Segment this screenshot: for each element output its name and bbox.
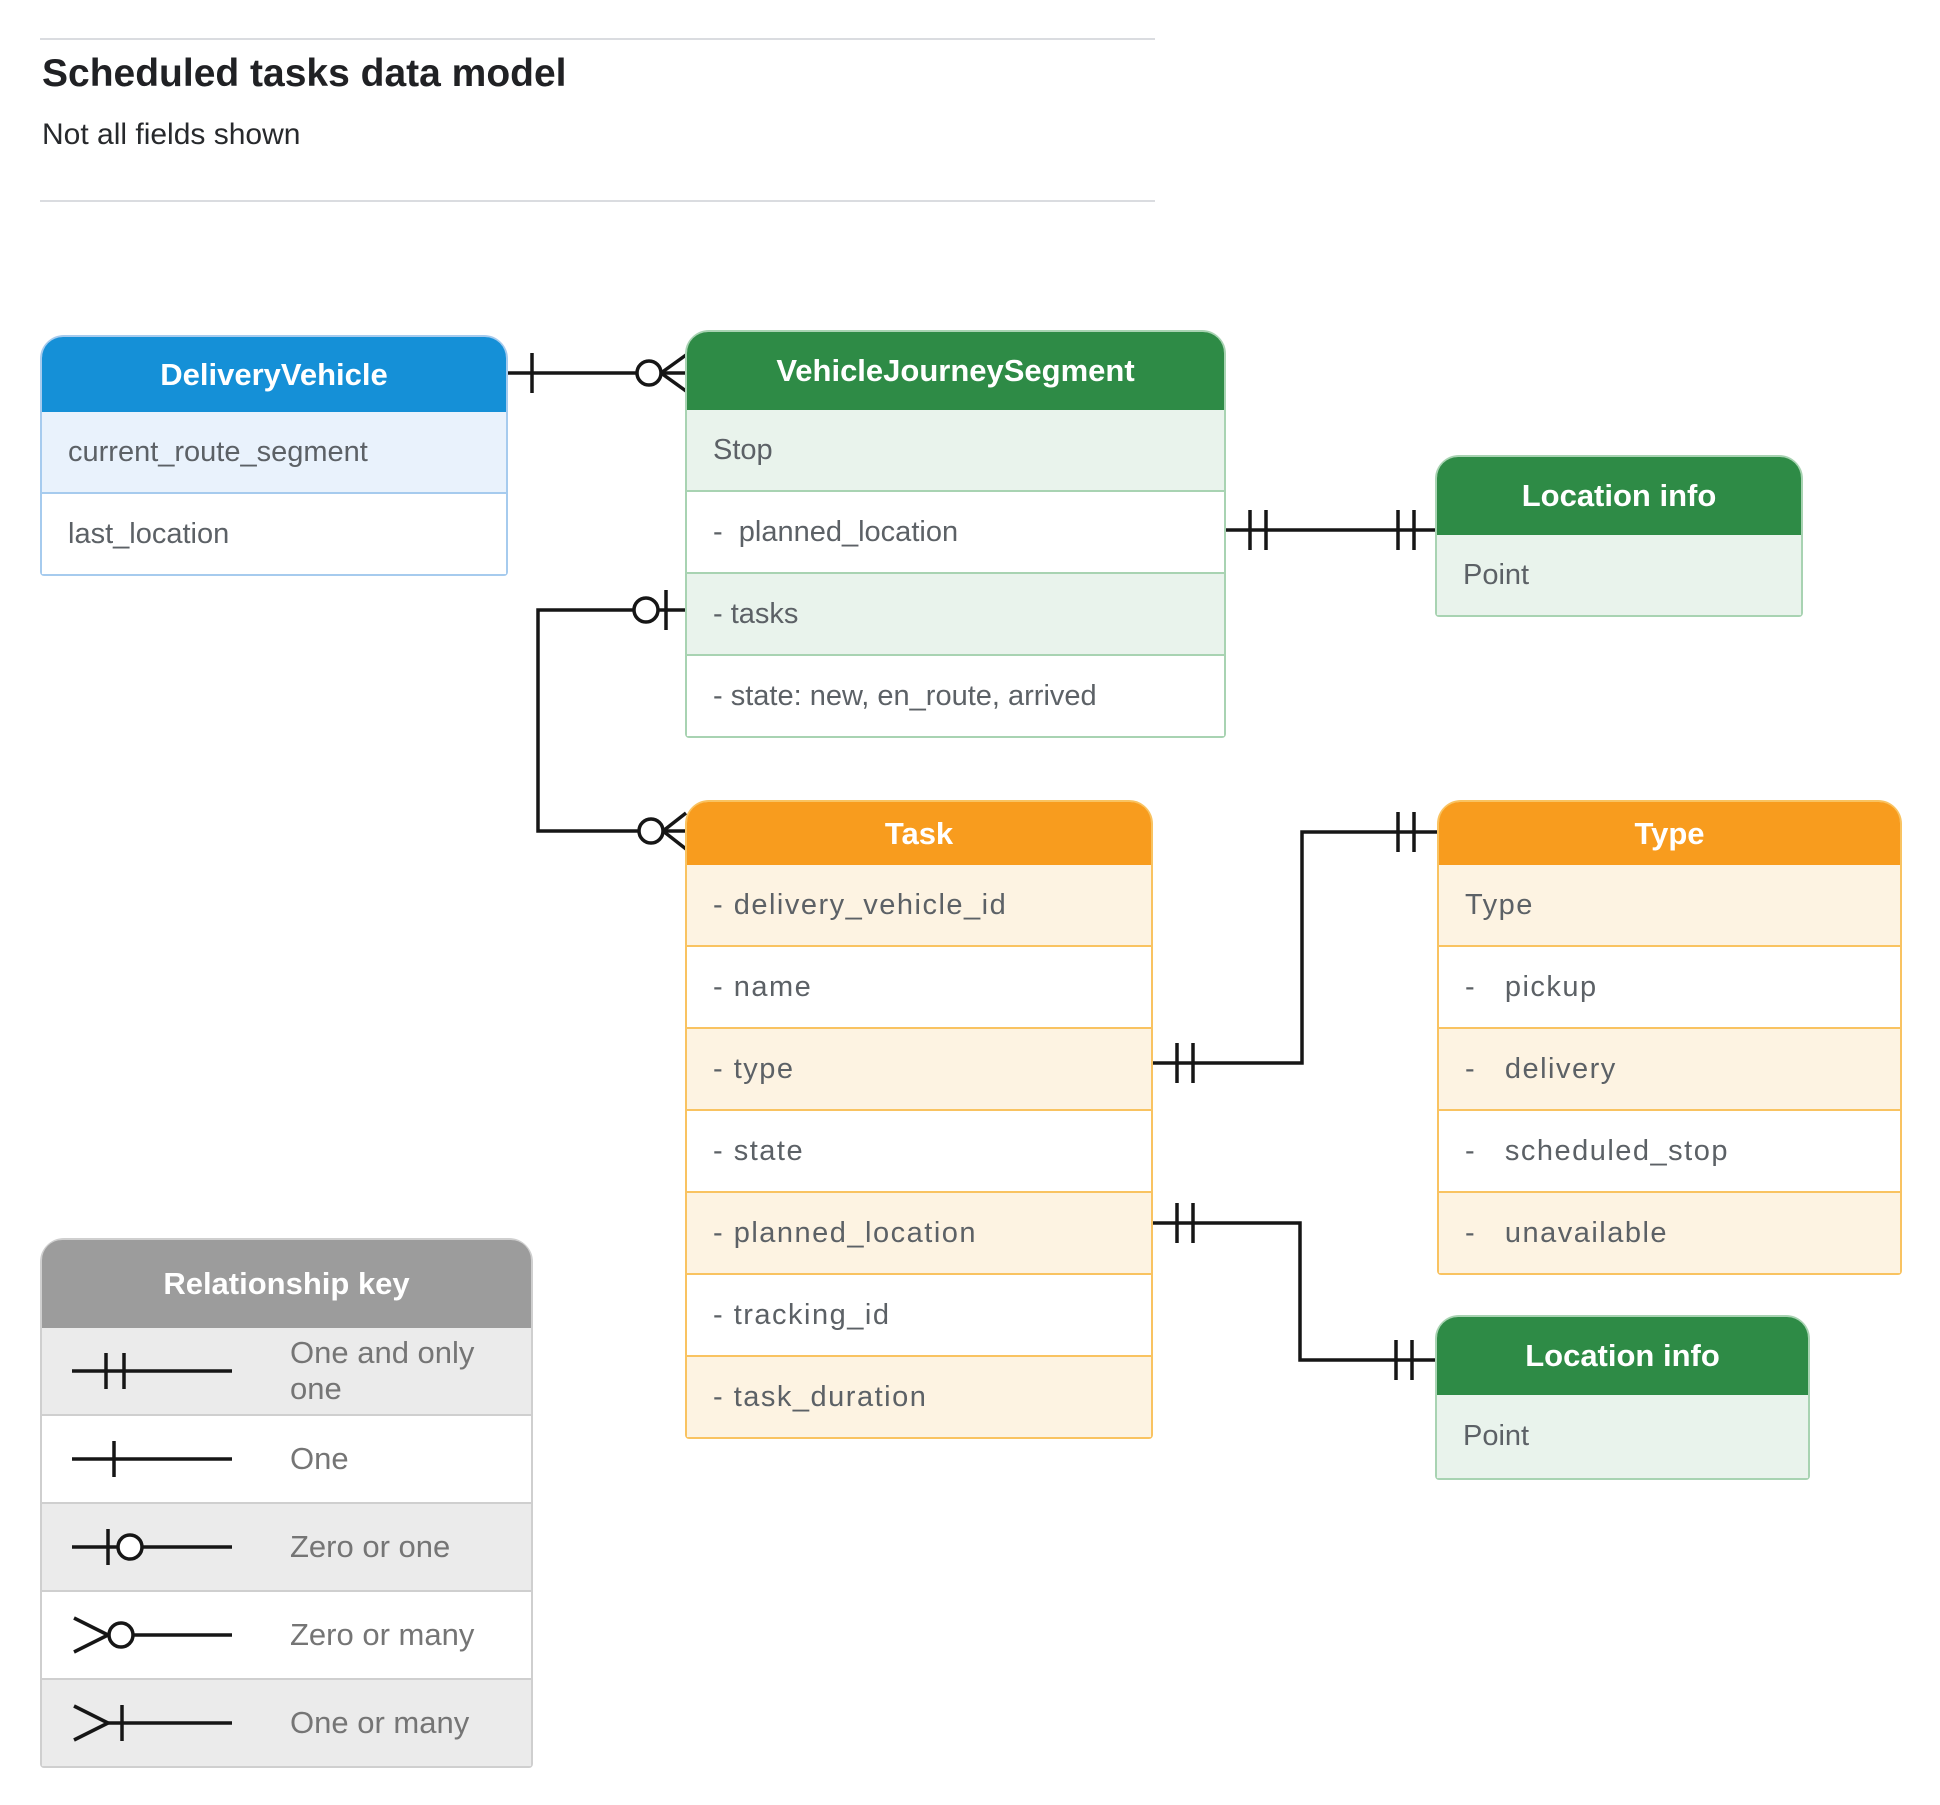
- table-row: - delivery: [1439, 1027, 1900, 1109]
- top-divider: [40, 38, 1155, 40]
- table-row: - scheduled_stop: [1439, 1109, 1900, 1191]
- table-row: last_location: [42, 492, 506, 574]
- legend-item: One or many: [42, 1678, 531, 1766]
- entity-title: Location info: [1521, 478, 1717, 513]
- entity-header: Location info: [1437, 457, 1801, 535]
- legend-label: One: [290, 1441, 349, 1476]
- table-row: - tracking_id: [687, 1273, 1151, 1355]
- connector-type-type-table: [1153, 812, 1437, 1083]
- table-row: - unavailable: [1439, 1191, 1900, 1273]
- entity-delivery-vehicle: DeliveryVehicle current_route_segment la…: [40, 335, 508, 576]
- table-row: current_route_segment: [42, 412, 506, 492]
- legend-title: Relationship key: [163, 1266, 410, 1301]
- header-divider: [40, 200, 1155, 202]
- table-row: - tasks: [687, 572, 1224, 654]
- entity-task: Task - delivery_vehicle_id - name - type…: [685, 800, 1153, 1439]
- entity-header: DeliveryVehicle: [42, 337, 506, 412]
- table-row: Stop: [687, 410, 1224, 490]
- table-row: Type: [1439, 865, 1900, 945]
- entity-type: Type Type - pickup - delivery - schedule…: [1437, 800, 1902, 1275]
- one-symbol: [72, 1441, 232, 1477]
- legend-label: Zero or one: [290, 1529, 451, 1564]
- legend-item: Zero or one: [42, 1502, 531, 1590]
- legend-label: One or many: [290, 1705, 470, 1740]
- table-row: - task_duration: [687, 1355, 1151, 1437]
- entity-title: Task: [884, 815, 954, 851]
- entity-vehicle-journey-segment: VehicleJourneySegment Stop - planned_loc…: [685, 330, 1226, 738]
- entity-header: VehicleJourneySegment: [687, 332, 1224, 410]
- one-or-many-symbol: [73, 1704, 232, 1742]
- connector-tasks-task: [536, 590, 688, 851]
- legend-label: Zero or many: [290, 1617, 475, 1652]
- entity-location-info-bottom: Location info Point: [1435, 1315, 1810, 1480]
- table-row: - planned_location: [687, 490, 1224, 572]
- table-row: - state: [687, 1109, 1151, 1191]
- entity-header: Task: [687, 802, 1151, 865]
- table-row: - pickup: [1439, 945, 1900, 1027]
- relationship-key: Relationship key One and only one One Ze…: [40, 1238, 533, 1768]
- zero-or-many-symbol: [73, 1616, 232, 1654]
- connector-deliveryvehicle-vehiclejourneysegment: [508, 353, 688, 393]
- entity-location-info-top: Location info Point: [1435, 455, 1803, 617]
- zero-or-one-symbol: [72, 1529, 232, 1565]
- legend-item: One: [42, 1414, 531, 1502]
- legend-header: Relationship key: [42, 1240, 531, 1328]
- entity-title: DeliveryVehicle: [160, 356, 388, 392]
- legend-label: One and only one: [290, 1335, 475, 1406]
- legend-item: One and only one: [42, 1328, 531, 1414]
- table-row: - type: [687, 1027, 1151, 1109]
- one-and-only-one-symbol: [72, 1353, 232, 1389]
- table-row: Point: [1437, 535, 1801, 615]
- page-subtitle: Not all fields shown: [42, 118, 301, 151]
- table-row: - state: new, en_route, arrived: [687, 654, 1224, 736]
- table-row: Point: [1437, 1395, 1808, 1478]
- entity-header: Type: [1439, 802, 1900, 865]
- entity-header: Location info: [1437, 1317, 1808, 1395]
- table-row: - planned_location: [687, 1191, 1151, 1273]
- entity-title: VehicleJourneySegment: [776, 353, 1135, 388]
- page-title: Scheduled tasks data model: [42, 52, 567, 95]
- entity-title: Type: [1634, 815, 1705, 851]
- table-row: - name: [687, 945, 1151, 1027]
- connector-plannedlocation-locationinfo-bottom: [1153, 1203, 1435, 1380]
- table-row: - delivery_vehicle_id: [687, 865, 1151, 945]
- entity-title: Location info: [1525, 1338, 1720, 1373]
- legend-item: Zero or many: [42, 1590, 531, 1678]
- connector-plannedlocation-locationinfo-top: [1226, 510, 1435, 550]
